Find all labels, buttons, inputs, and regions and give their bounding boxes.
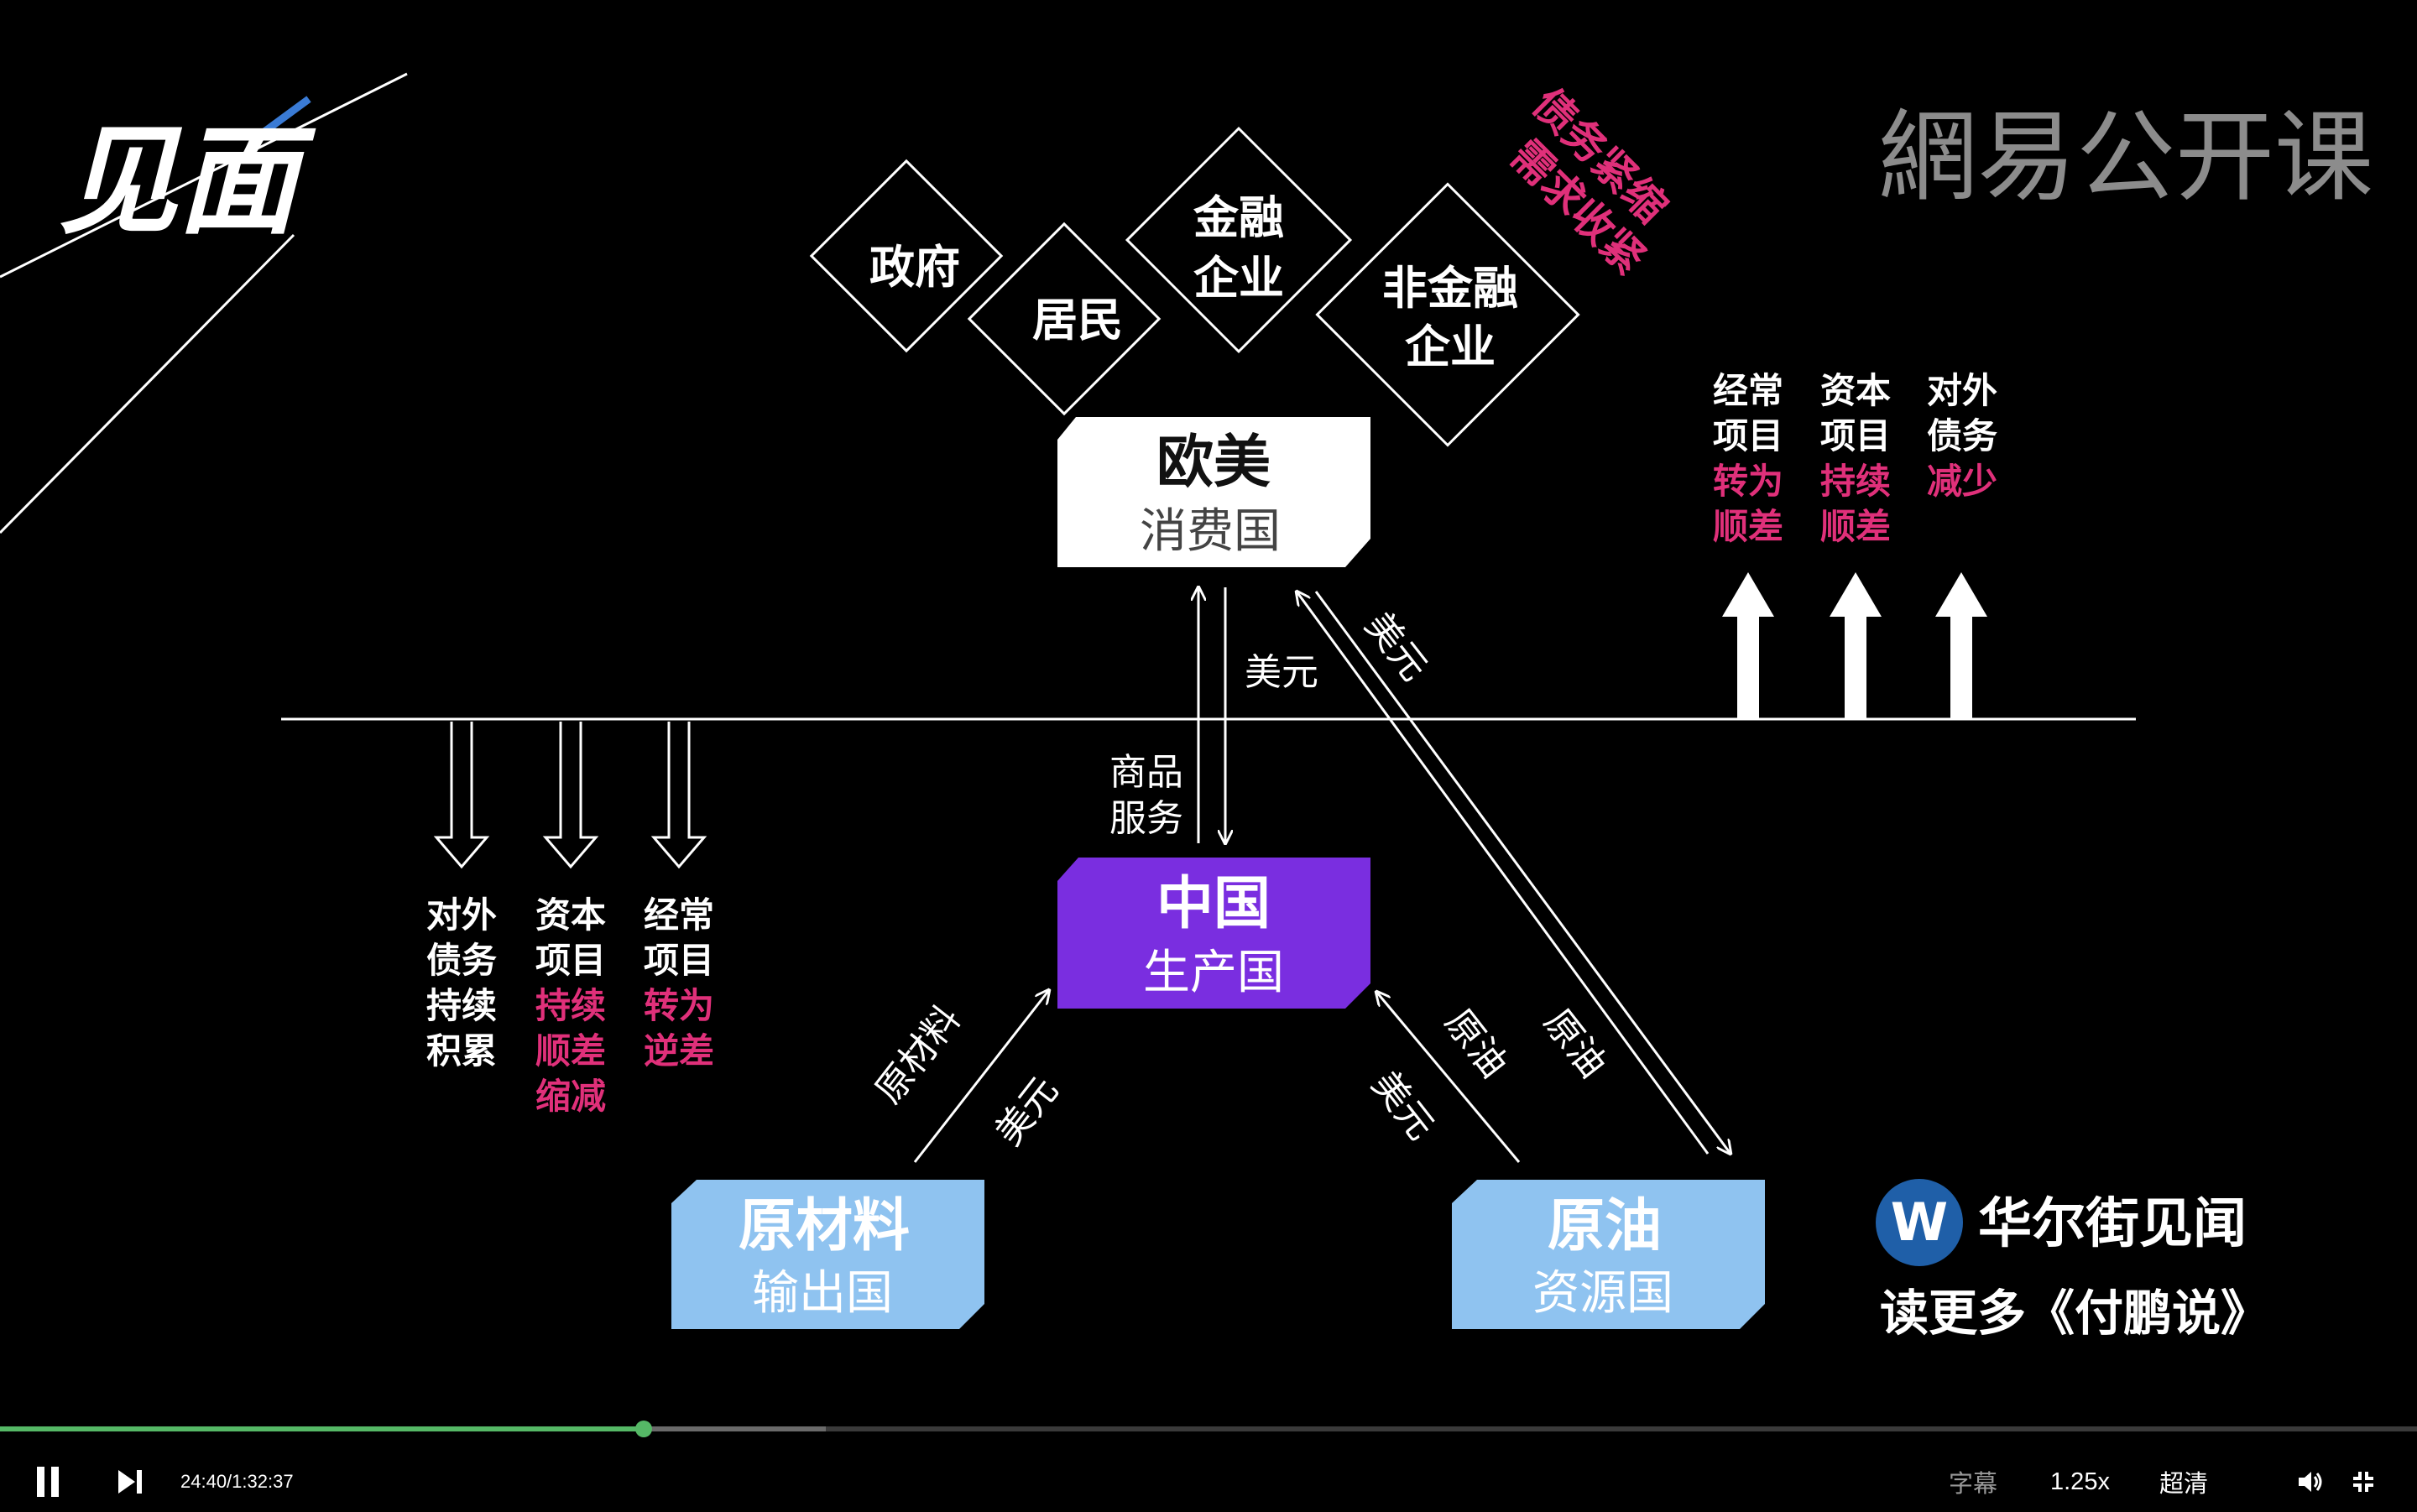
credit-brand: 华尔街见闻 bbox=[1978, 1193, 2247, 1255]
time-display: 24:40/1:32:37 bbox=[180, 1471, 294, 1492]
flow-usd-up: 美元 bbox=[1245, 651, 1318, 694]
down-col1-line2: 债务 bbox=[426, 940, 497, 981]
down-col3-line2: 项目 bbox=[644, 940, 714, 981]
skip-next-icon bbox=[118, 1470, 142, 1494]
sector-finance-line1: 金融 bbox=[1193, 191, 1284, 244]
up-col1-line2: 项目 bbox=[1713, 415, 1783, 456]
down-col1-line4: 积累 bbox=[426, 1030, 497, 1071]
node-consumer-name: 欧美 bbox=[1156, 430, 1271, 496]
progress-handle[interactable] bbox=[634, 1421, 652, 1437]
pause-icon bbox=[37, 1467, 44, 1497]
sector-nonfinance-line1: 非金融 bbox=[1382, 262, 1518, 315]
up-col1-line3: 转为 bbox=[1713, 461, 1783, 502]
flow-oil-to-west: 原油 bbox=[1535, 1001, 1614, 1086]
node-producer-role: 生产国 bbox=[1143, 946, 1284, 1000]
flow-usd-diagonal: 美元 bbox=[1356, 604, 1435, 689]
up-col2-line3: 持续 bbox=[1820, 461, 1891, 502]
progress-bar[interactable] bbox=[0, 1421, 2417, 1437]
series-logo-text: 见面 bbox=[59, 112, 316, 251]
next-button[interactable] bbox=[113, 1452, 147, 1512]
up-col2-line2: 项目 bbox=[1820, 415, 1891, 456]
up-col3-line3: 减少 bbox=[1927, 461, 1997, 502]
netease-watermark: 網易公开课 bbox=[1878, 99, 2373, 215]
down-col3-line3: 转为 bbox=[644, 985, 714, 1026]
wallstreetcn-logo-icon bbox=[1876, 1179, 1963, 1266]
volume-button[interactable] bbox=[2295, 1452, 2326, 1512]
pause-button[interactable] bbox=[34, 1452, 62, 1512]
down-col1-line1: 对外 bbox=[426, 894, 497, 936]
node-producer-name: 中国 bbox=[1156, 871, 1271, 937]
node-producer: 中国 生产国 bbox=[1057, 858, 1370, 1009]
sector-finance-line2: 企业 bbox=[1193, 252, 1284, 305]
up-col2-line4: 顺差 bbox=[1820, 506, 1891, 547]
wallstreetcn-logo-letter: W bbox=[1891, 1191, 1948, 1253]
subtitle-button[interactable]: 字幕 bbox=[1949, 1471, 1998, 1498]
node-raw-material: 原材料 输出国 bbox=[671, 1180, 984, 1329]
quality-button[interactable]: 超清 bbox=[2159, 1471, 2209, 1498]
volume-icon bbox=[2299, 1472, 2322, 1492]
up-col2-line1: 资本 bbox=[1820, 370, 1891, 411]
progress-played bbox=[0, 1426, 644, 1431]
down-col2-line5: 缩减 bbox=[535, 1076, 606, 1117]
flow-usd-oil: 美元 bbox=[1363, 1063, 1442, 1148]
down-arrows bbox=[433, 722, 707, 869]
series-logo: 见面 bbox=[0, 72, 408, 534]
down-col3-line4: 逆差 bbox=[644, 1030, 714, 1071]
node-oil-role: 资源国 bbox=[1532, 1266, 1673, 1321]
node-consumer-role: 消费国 bbox=[1140, 504, 1281, 559]
sector-nonfinance-line2: 企业 bbox=[1405, 321, 1496, 373]
up-col3-line1: 对外 bbox=[1927, 370, 1997, 411]
down-col3-line1: 经常 bbox=[644, 894, 714, 936]
down-col2-line1: 资本 bbox=[535, 894, 606, 936]
speed-button[interactable]: 1.25x bbox=[2050, 1468, 2110, 1495]
up-col1-line4: 顺差 bbox=[1713, 506, 1783, 547]
node-oil-name: 原油 bbox=[1548, 1193, 1662, 1259]
sector-households: 居民 bbox=[1032, 294, 1123, 347]
video-frame[interactable]: 见面 網易公开课 政府 居民 金融 企业 非金融 企业 债务紧缩 需求收紧 欧美… bbox=[0, 0, 2417, 1426]
flow-goods-line2: 服务 bbox=[1109, 797, 1183, 840]
sector-government: 政府 bbox=[869, 241, 960, 294]
player-controls: 24:40/1:32:37 字幕 1.25x 超清 bbox=[0, 1418, 2417, 1510]
up-col1-line1: 经常 bbox=[1713, 370, 1783, 411]
down-col1-line3: 持续 bbox=[426, 985, 497, 1026]
credit-tagline: 读更多《付鹏说》 bbox=[1880, 1285, 2269, 1342]
flow-arrows bbox=[913, 587, 1731, 1163]
node-raw-name: 原材料 bbox=[739, 1193, 910, 1259]
node-raw-role: 输出国 bbox=[752, 1266, 893, 1321]
flow-usd-raw: 美元 bbox=[987, 1069, 1066, 1154]
down-col2-line3: 持续 bbox=[535, 985, 606, 1026]
flow-raw-material: 原材料 bbox=[867, 998, 968, 1111]
node-oil: 原油 资源国 bbox=[1452, 1180, 1765, 1329]
node-consumer: 欧美 消费国 bbox=[1057, 417, 1370, 567]
flow-oil-to-china: 原油 bbox=[1436, 1001, 1515, 1086]
sector-diamonds: 政府 居民 金融 企业 非金融 企业 bbox=[809, 126, 1580, 447]
up-col3-line2: 债务 bbox=[1927, 415, 1997, 456]
flow-goods-line1: 商品 bbox=[1109, 751, 1183, 794]
credit-block: W 华尔街见闻 读更多《付鹏说》 bbox=[1876, 1179, 2269, 1342]
down-col2-line4: 顺差 bbox=[535, 1030, 606, 1071]
down-col2-line2: 项目 bbox=[535, 940, 606, 981]
exit-fullscreen-button[interactable] bbox=[2350, 1452, 2377, 1512]
exit-fullscreen-icon bbox=[2353, 1472, 2373, 1492]
up-arrows bbox=[1722, 572, 1987, 719]
